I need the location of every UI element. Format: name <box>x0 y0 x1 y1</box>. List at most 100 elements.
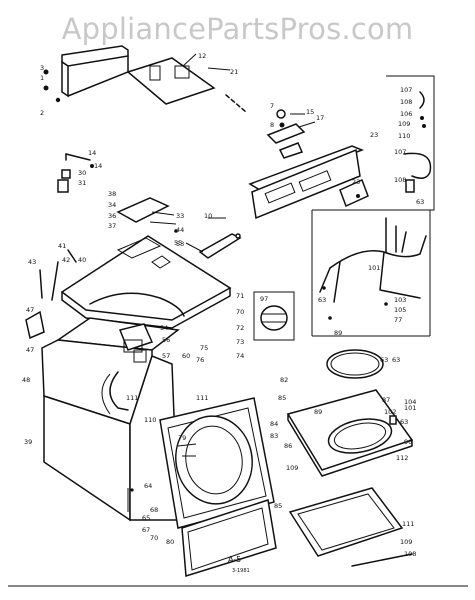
svg-text:89: 89 <box>334 329 342 337</box>
wire-harness-box <box>311 75 435 337</box>
svg-text:21: 21 <box>230 68 238 76</box>
svg-text:103: 103 <box>394 296 406 304</box>
svg-text:111: 111 <box>126 394 138 402</box>
svg-text:63: 63 <box>392 356 400 364</box>
control-panel <box>248 145 369 220</box>
svg-text:40: 40 <box>78 256 86 264</box>
svg-text:2: 2 <box>40 109 44 117</box>
svg-text:3-1981: 3-1981 <box>232 568 250 574</box>
gasket-ring <box>326 349 384 379</box>
svg-text:110: 110 <box>144 416 156 424</box>
svg-text:7: 7 <box>270 102 274 110</box>
svg-text:36: 36 <box>108 212 116 220</box>
svg-text:39: 39 <box>24 438 32 446</box>
rod-part <box>351 553 413 567</box>
svg-text:89: 89 <box>314 408 322 416</box>
door-panel <box>181 499 277 577</box>
svg-text:14: 14 <box>88 149 96 157</box>
svg-text:101: 101 <box>368 264 380 272</box>
svg-text:60: 60 <box>182 352 190 360</box>
svg-text:64: 64 <box>144 482 152 490</box>
top-cover-right <box>286 389 414 477</box>
svg-text:104: 104 <box>404 398 416 406</box>
svg-text:38: 38 <box>108 190 116 198</box>
svg-text:1: 1 <box>40 74 44 82</box>
svg-text:54: 54 <box>160 324 168 332</box>
svg-text:8: 8 <box>270 121 274 129</box>
svg-text:107: 107 <box>394 148 406 156</box>
svg-text:106: 106 <box>400 110 412 118</box>
svg-text:74: 74 <box>236 352 244 360</box>
svg-text:96: 96 <box>404 438 412 446</box>
svg-text:109: 109 <box>400 538 412 546</box>
svg-text:101: 101 <box>404 404 416 412</box>
svg-text:65: 65 <box>142 514 150 522</box>
svg-text:108: 108 <box>400 98 412 106</box>
svg-text:73: 73 <box>236 338 244 346</box>
handle-part <box>185 233 242 259</box>
svg-text:75: 75 <box>200 344 208 352</box>
svg-text:12: 12 <box>198 52 206 60</box>
svg-text:48: 48 <box>22 376 30 384</box>
svg-text:82: 82 <box>280 376 288 384</box>
lid-assembly <box>253 291 295 341</box>
pump-motor <box>118 323 154 363</box>
svg-text:42: 42 <box>62 256 70 264</box>
svg-text:57: 57 <box>162 352 170 360</box>
timer-bracket <box>126 53 247 113</box>
svg-text:109: 109 <box>398 120 410 128</box>
svg-text:33: 33 <box>176 212 184 220</box>
small-parts-left <box>57 153 94 193</box>
bottom-tray <box>288 487 404 557</box>
wire-harness-left <box>25 249 77 340</box>
svg-text:14: 14 <box>94 162 102 170</box>
svg-text:79: 79 <box>178 434 186 442</box>
svg-text:56: 56 <box>162 336 170 344</box>
svg-text:A-5: A-5 <box>228 555 241 564</box>
svg-text:84: 84 <box>270 420 278 428</box>
svg-text:53: 53 <box>176 240 184 248</box>
svg-text:70: 70 <box>150 534 158 542</box>
cabinet <box>41 317 180 522</box>
svg-text:63: 63 <box>318 296 326 304</box>
svg-text:83: 83 <box>270 432 278 440</box>
svg-text:110: 110 <box>398 132 410 140</box>
svg-text:112: 112 <box>396 454 408 462</box>
control-switches <box>266 109 316 159</box>
svg-text:107: 107 <box>400 86 412 94</box>
page-code: A-5 3-1981 <box>228 555 250 574</box>
svg-text:86: 86 <box>284 442 292 450</box>
svg-text:77: 77 <box>394 316 402 324</box>
svg-text:102: 102 <box>384 408 396 416</box>
svg-text:111: 111 <box>402 520 414 528</box>
svg-text:17: 17 <box>316 114 324 122</box>
svg-text:37: 37 <box>108 222 116 230</box>
svg-text:72: 72 <box>236 324 244 332</box>
part-labels: 1 2 3 7 8 10 12 14 14 15 17 21 23 63 30 … <box>22 52 424 558</box>
svg-text:10: 10 <box>204 212 212 220</box>
svg-text:109: 109 <box>286 464 298 472</box>
svg-text:108: 108 <box>404 550 416 558</box>
control-panel-bracket <box>43 45 129 103</box>
svg-text:108: 108 <box>394 176 406 184</box>
svg-text:80: 80 <box>166 538 174 546</box>
svg-text:71: 71 <box>236 292 244 300</box>
svg-text:43: 43 <box>28 258 36 266</box>
svg-text:47: 47 <box>26 346 34 354</box>
watermark: AppliancePartsPros.com <box>61 12 414 46</box>
svg-text:76: 76 <box>196 356 204 364</box>
svg-text:31: 31 <box>78 179 86 187</box>
svg-text:111: 111 <box>196 394 208 402</box>
svg-text:15: 15 <box>306 108 314 116</box>
svg-text:105: 105 <box>394 306 406 314</box>
svg-text:41: 41 <box>58 242 66 250</box>
svg-text:30: 30 <box>78 169 86 177</box>
svg-text:47: 47 <box>26 306 34 314</box>
svg-text:85: 85 <box>274 502 282 510</box>
lid-switch-bracket <box>116 197 226 233</box>
svg-text:68: 68 <box>150 506 158 514</box>
svg-text:63: 63 <box>400 418 408 426</box>
svg-text:87: 87 <box>382 396 390 404</box>
